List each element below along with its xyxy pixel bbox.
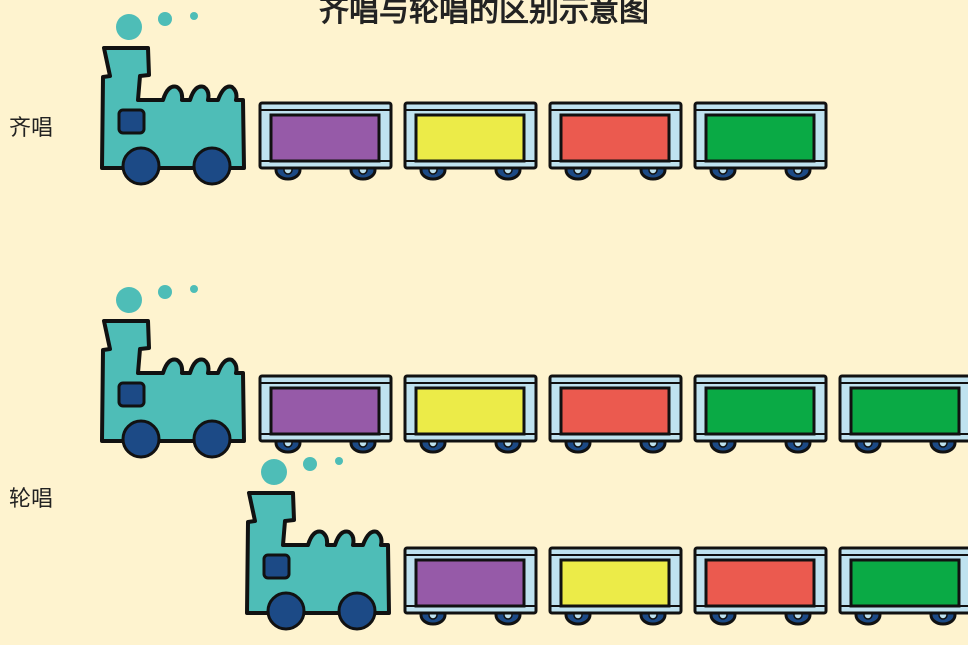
train-car-icon [260,103,391,179]
train-car-icon [550,548,681,624]
train-engine-icon [247,457,389,629]
train-engine-icon [102,12,244,184]
train-car-icon [840,376,968,452]
steam-puff-icon [261,459,287,485]
train-car-icon [695,103,826,179]
train-round-first [0,273,968,473]
train-unison [0,0,840,200]
train-car-icon [405,548,536,624]
train-car-icon [840,548,968,624]
train-car-icon [695,376,826,452]
train-car-icon [550,376,681,452]
train-car-icon [550,103,681,179]
train-car-icon [405,376,536,452]
steam-puff-icon [158,12,172,26]
steam-puff-icon [303,457,317,471]
train-car-icon [260,376,391,452]
row-label-round: 轮唱 [9,481,53,513]
steam-puff-icon [190,285,198,293]
steam-puff-icon [335,457,343,465]
steam-puff-icon [116,14,142,40]
train-round-second [145,445,968,645]
train-car-icon [695,548,826,624]
train-engine-icon [102,285,244,457]
train-car-icon [405,103,536,179]
steam-puff-icon [158,285,172,299]
steam-puff-icon [116,287,142,313]
steam-puff-icon [190,12,198,20]
